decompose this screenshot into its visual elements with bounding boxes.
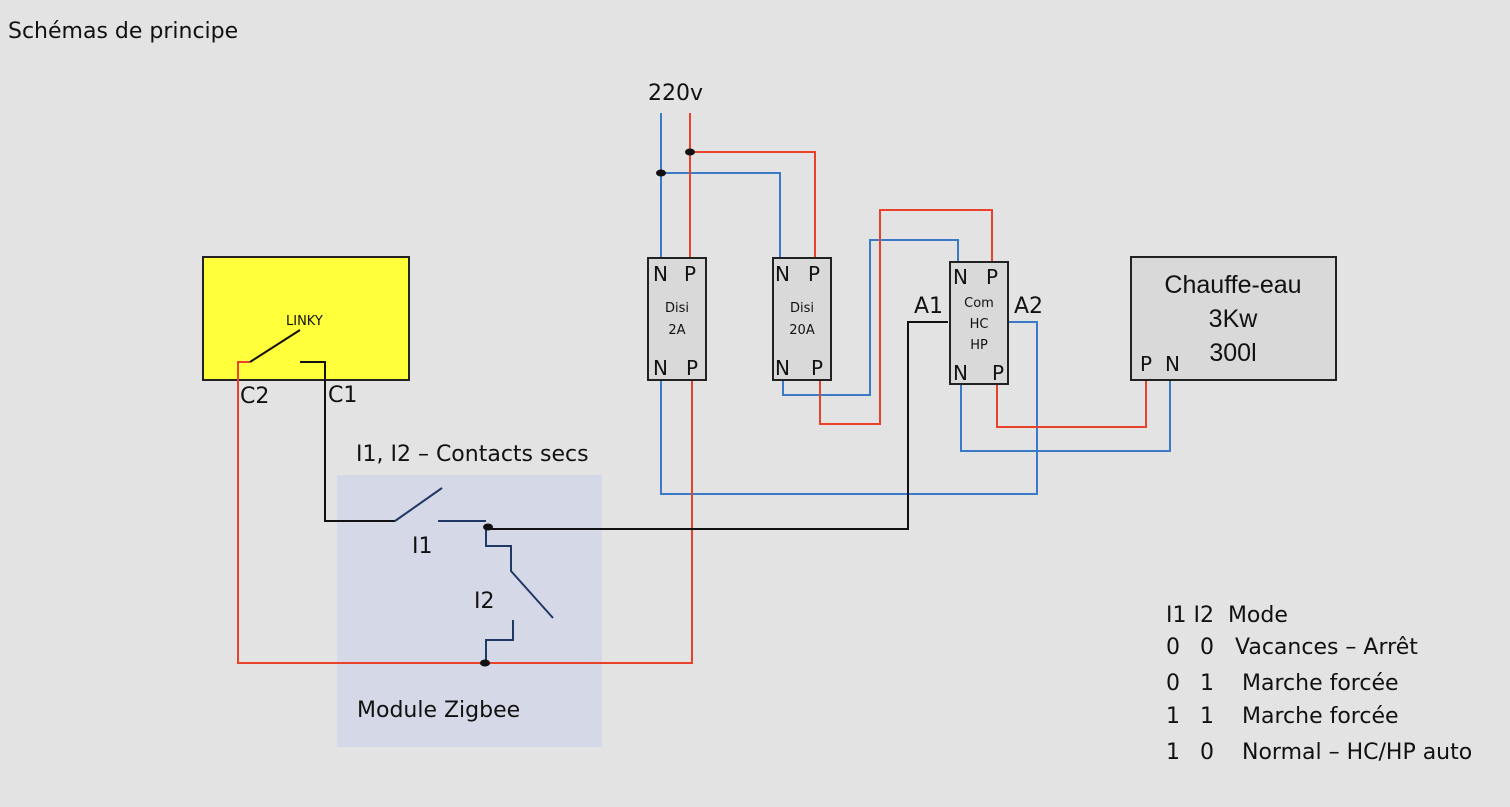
contactor-bottom-p: P [992,361,1004,385]
supply-label: 220v [648,81,703,106]
phase-wires [237,113,1147,664]
switch-i2-path [485,529,554,619]
contactor-hc: HC [970,317,989,332]
linky-label: LINKY [286,314,323,329]
contactor-bottom-n: N [953,361,968,385]
breaker-2a-bottom-n: N [653,356,668,380]
water-heater-power: 3Kw [1209,305,1259,333]
breaker-20a-bottom-p: P [811,356,823,380]
breaker-2a-top-p: P [684,262,696,286]
mode-row-1-i2: 0 [1200,635,1214,660]
breaker-20a-rating: 20A [789,323,815,338]
linky-terminal-c2: C2 [240,384,269,409]
contactor-top-n: N [953,265,968,289]
breaker-2a-top-n: N [653,262,668,286]
control-wires [249,321,948,530]
switch-i1-blade [394,487,443,522]
breaker-20a-top-n: N [775,262,790,286]
linky-meter [202,256,410,381]
breaker-20a-name: Disi [790,301,814,316]
water-heater-name: Chauffe-eau [1164,271,1301,299]
coil-terminal-a1: A1 [914,294,943,319]
contactor-hchp [949,261,1009,385]
water-heater-term-n: N [1165,352,1180,376]
mode-row-3-i1: 1 [1166,704,1180,729]
switch-i1-label: I1 [412,534,433,559]
breaker-20a-bottom-n: N [775,356,790,380]
linky-terminal-c1: C1 [328,383,357,408]
mode-row-2-i1: 0 [1166,671,1180,696]
mode-row-4-i1: 1 [1166,740,1180,765]
coil-terminal-a2: A2 [1014,294,1043,319]
breaker-2a [647,257,707,381]
breaker-20a-top-p: P [808,262,820,286]
mode-row-3-mode: Marche forcée [1242,704,1399,729]
neutral-wires [660,113,1171,495]
page-title: Schémas de principe [8,19,238,44]
mode-table: I1 I2 Mode 0 0 Vacances – Arrêt 0 1 Marc… [1166,603,1472,765]
water-heater-capacity: 300l [1209,339,1256,367]
contactor-name: Com [964,296,994,311]
mode-row-4-i2: 0 [1200,740,1214,765]
mode-row-2-i2: 1 [1200,671,1214,696]
switch-contacts [394,487,554,663]
module-label: Module Zigbee [357,698,520,723]
water-heater [1130,256,1337,381]
mode-row-1-i1: 0 [1166,635,1180,660]
breaker-2a-bottom-p: P [686,356,698,380]
contactor-hp: HP [970,338,988,353]
mode-row-1-mode: Vacances – Arrêt [1235,635,1418,660]
switch-i2-label: I2 [474,589,495,614]
breaker-20a [772,257,832,381]
mode-row-3-i2: 1 [1200,704,1214,729]
contactor-top-p: P [986,265,998,289]
water-heater-term-p: P [1140,352,1152,376]
junction-dots [480,148,695,667]
contacts-caption: I1, I2 – Contacts secs [356,442,589,467]
mode-table-header: I1 I2 Mode [1166,603,1288,628]
mode-row-4-mode: Normal – HC/HP auto [1242,740,1472,765]
mode-row-2-mode: Marche forcée [1242,671,1399,696]
breaker-2a-rating: 2A [668,323,685,338]
breaker-2a-name: Disi [665,301,689,316]
